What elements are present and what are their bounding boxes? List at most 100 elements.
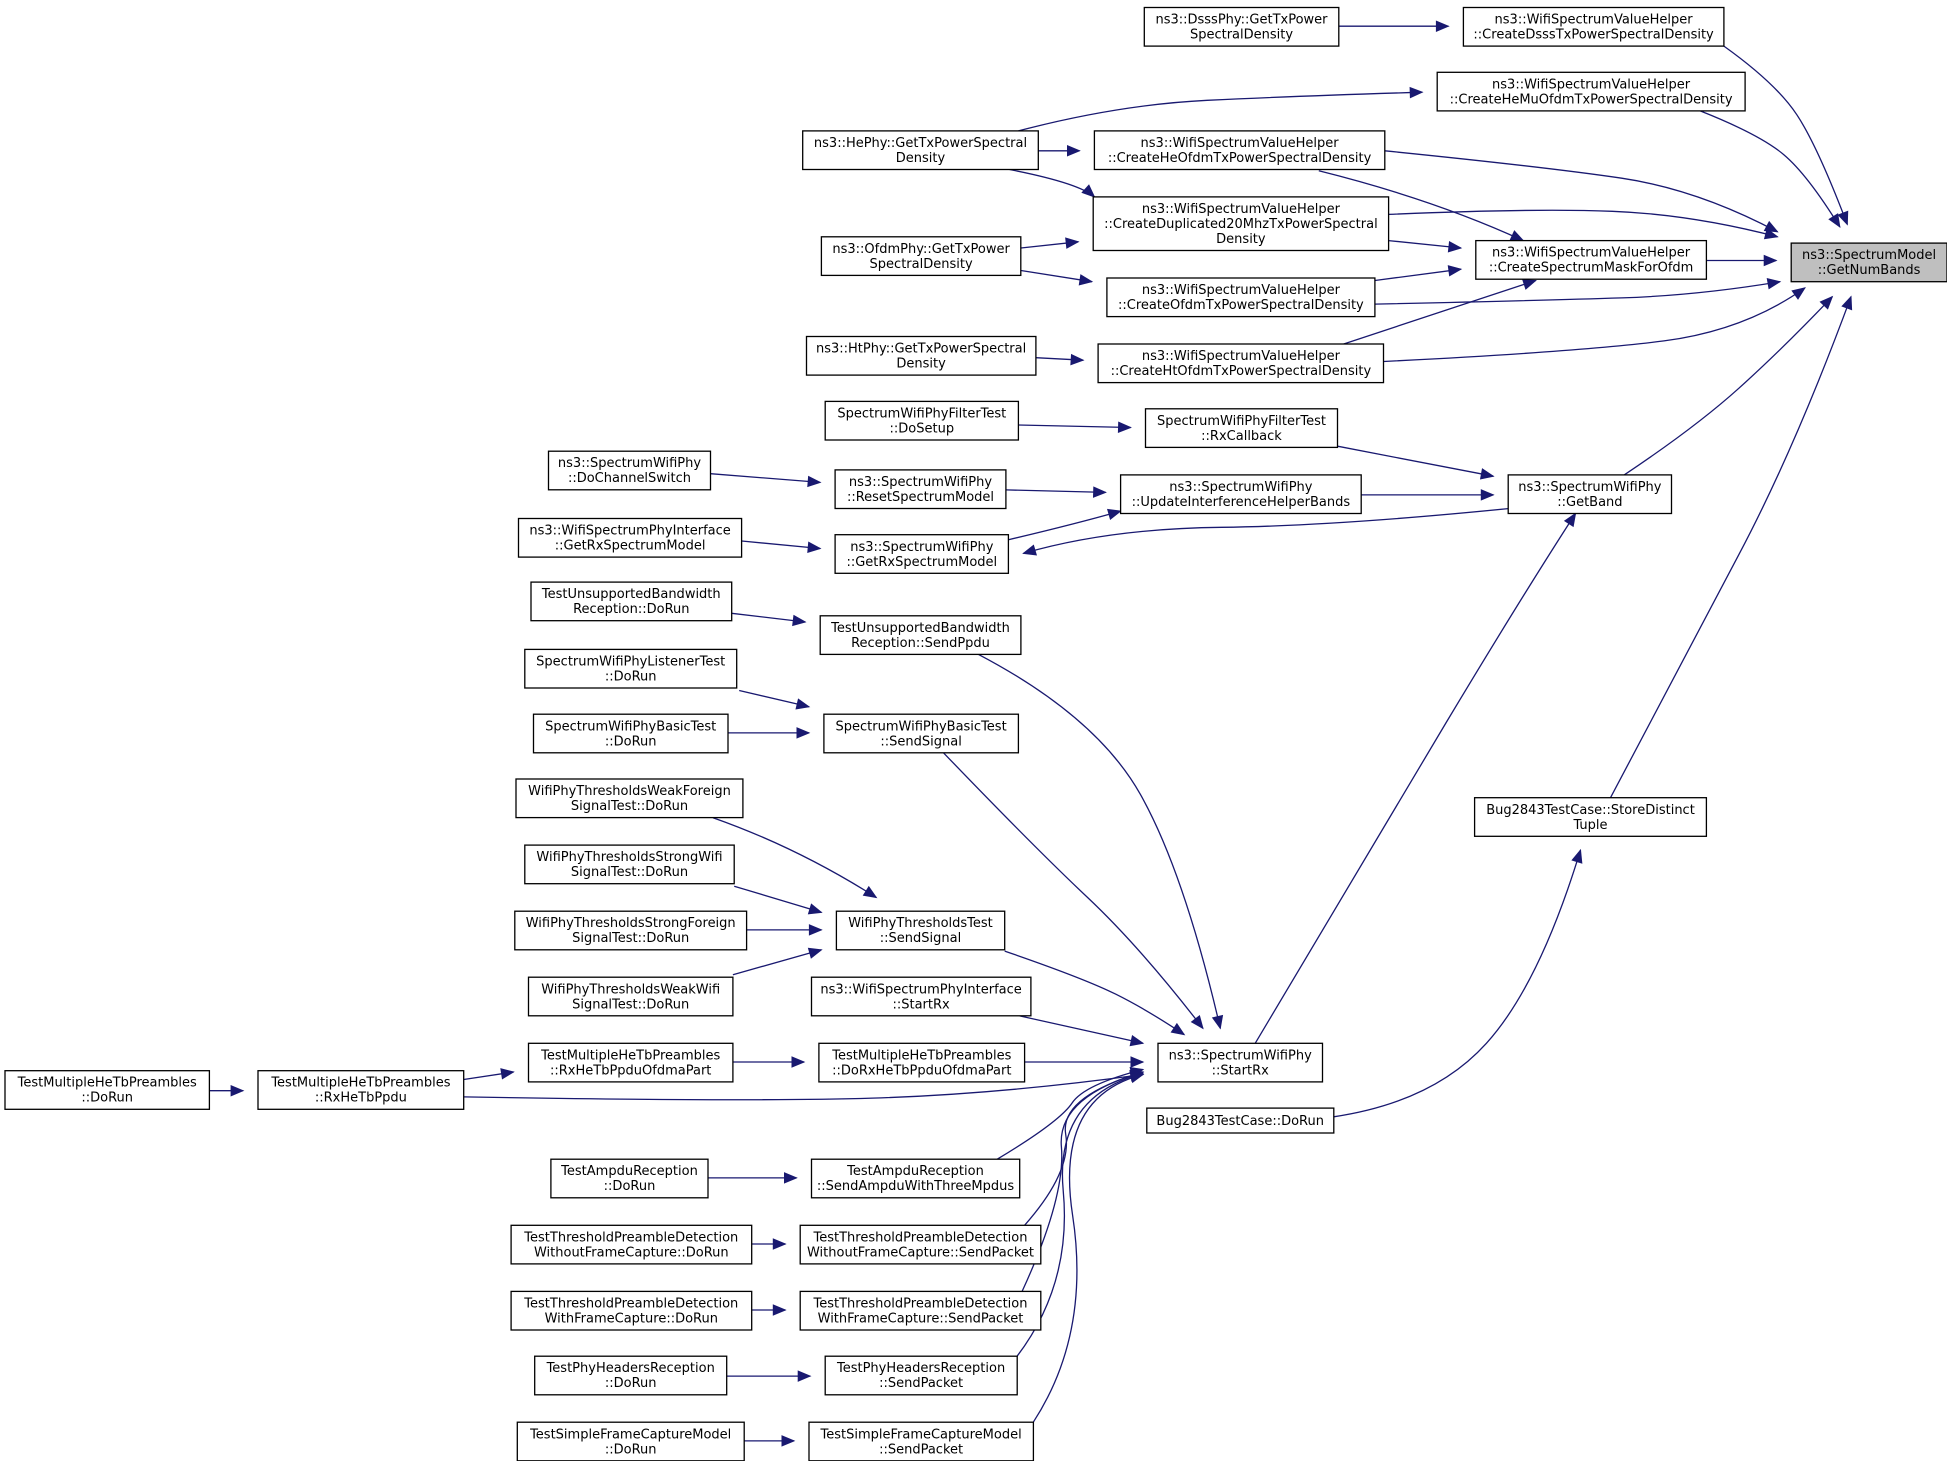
graph-node-n16[interactable]: ns3::SpectrumWifiPhy::UpdateInterference… xyxy=(1119,474,1362,515)
node-box[interactable] xyxy=(510,1224,753,1265)
node-box[interactable] xyxy=(823,713,1020,754)
node-box[interactable] xyxy=(1462,6,1725,47)
graph-node-n17[interactable]: ns3::SpectrumWifiPhy::GetBand xyxy=(1507,474,1673,515)
graph-node-n22[interactable]: SpectrumWifiPhyListenerTest::DoRun xyxy=(524,648,738,689)
graph-node-n8[interactable]: ns3::WifiSpectrumValueHelper::CreateSpec… xyxy=(1475,239,1708,280)
graph-node-n3[interactable]: ns3::WifiSpectrumValueHelper::CreateHeMu… xyxy=(1436,71,1746,112)
graph-node-n15[interactable]: ns3::SpectrumWifiPhy::ResetSpectrumModel xyxy=(834,469,1007,510)
node-box[interactable] xyxy=(799,1224,1042,1265)
node-box[interactable] xyxy=(514,910,748,951)
graph-node-n27[interactable]: WifiPhyThresholdsStrongForeignSignalTest… xyxy=(514,910,748,951)
node-box[interactable] xyxy=(532,713,729,754)
node-box[interactable] xyxy=(1143,6,1340,47)
node-box[interactable] xyxy=(516,1421,745,1461)
node-box[interactable] xyxy=(510,1290,753,1331)
node-box[interactable] xyxy=(1146,1107,1335,1134)
graph-node-n47[interactable]: TestSimpleFrameCaptureModel::SendPacket xyxy=(808,1421,1035,1461)
graph-node-n11[interactable]: ns3::WifiSpectrumValueHelper::CreateHtOf… xyxy=(1097,343,1385,384)
node-box[interactable] xyxy=(524,844,735,885)
graph-node-n21[interactable]: TestUnsupportedBandwidthReception::SendP… xyxy=(819,615,1022,656)
node-label-line: ns3::SpectrumModel xyxy=(1802,248,1936,263)
node-box[interactable] xyxy=(515,778,744,819)
node-box[interactable] xyxy=(1507,474,1673,515)
graph-node-n36[interactable]: TestMultipleHeTbPreambles::RxHeTbPpduOfd… xyxy=(527,1042,734,1083)
node-box[interactable] xyxy=(1475,239,1708,280)
node-box[interactable] xyxy=(810,976,1032,1017)
node-label-line: SpectralDensity xyxy=(870,257,973,272)
graph-node-n33[interactable]: Bug2843TestCase::DoRun xyxy=(1146,1107,1335,1134)
graph-node-n18[interactable]: ns3::WifiSpectrumPhyInterface::GetRxSpec… xyxy=(517,517,743,558)
node-box[interactable] xyxy=(4,1070,211,1110)
graph-node-n1[interactable]: ns3::WifiSpectrumValueHelper::CreateDsss… xyxy=(1462,6,1725,47)
graph-node-n34[interactable]: TestMultipleHeTbPreambles::DoRun xyxy=(4,1070,211,1110)
graph-node-n9[interactable]: ns3::WifiSpectrumValueHelper::CreateOfdm… xyxy=(1106,277,1376,318)
graph-node-n41[interactable]: TestThresholdPreambleDetectionWithoutFra… xyxy=(799,1224,1042,1265)
node-box[interactable] xyxy=(1119,474,1362,515)
edge-n17-to-n0 xyxy=(1623,295,1834,476)
node-box[interactable] xyxy=(834,534,1010,574)
node-box[interactable] xyxy=(799,1290,1042,1331)
graph-node-n38[interactable]: TestAmpduReception::DoRun xyxy=(550,1158,709,1199)
node-box[interactable] xyxy=(1093,130,1386,171)
node-box[interactable] xyxy=(802,130,1039,171)
graph-node-n37[interactable]: TestMultipleHeTbPreambles::DoRxHeTbPpduO… xyxy=(818,1042,1026,1083)
node-box[interactable] xyxy=(524,648,738,689)
node-box[interactable] xyxy=(517,517,743,558)
graph-node-n31[interactable]: ns3::SpectrumWifiPhy::StartRx xyxy=(1157,1042,1324,1083)
graph-node-n28[interactable]: WifiPhyThresholdsTest::SendSignal xyxy=(835,910,1006,951)
graph-node-n39[interactable]: TestAmpduReception::SendAmpduWithThreeMp… xyxy=(810,1158,1021,1199)
node-box[interactable] xyxy=(824,400,1020,441)
graph-node-n25[interactable]: WifiPhyThresholdsWeakForeignSignalTest::… xyxy=(515,778,744,819)
graph-node-n14[interactable]: ns3::SpectrumWifiPhy::DoChannelSwitch xyxy=(547,450,712,491)
node-box[interactable] xyxy=(527,976,734,1017)
node-box[interactable] xyxy=(1097,343,1385,384)
graph-node-n5[interactable]: ns3::WifiSpectrumValueHelper::CreateHeOf… xyxy=(1093,130,1386,171)
node-box[interactable] xyxy=(1790,242,1947,283)
node-box[interactable] xyxy=(257,1070,465,1110)
graph-node-n24[interactable]: SpectrumWifiPhyBasicTest::SendSignal xyxy=(823,713,1020,754)
node-box[interactable] xyxy=(1436,71,1746,112)
graph-node-n40[interactable]: TestThresholdPreambleDetectionWithoutFra… xyxy=(510,1224,753,1265)
node-box[interactable] xyxy=(527,1042,734,1083)
graph-node-n19[interactable]: ns3::SpectrumWifiPhy::GetRxSpectrumModel xyxy=(834,534,1010,574)
graph-node-n43[interactable]: TestThresholdPreambleDetectionWithFrameC… xyxy=(799,1290,1042,1331)
graph-node-n0[interactable]: ns3::SpectrumModel::GetNumBands xyxy=(1790,242,1947,283)
graph-node-n6[interactable]: ns3::WifiSpectrumValueHelper::CreateDupl… xyxy=(1092,196,1390,252)
node-box[interactable] xyxy=(1157,1042,1324,1083)
node-box[interactable] xyxy=(834,469,1007,510)
node-box[interactable] xyxy=(530,581,733,622)
node-box[interactable] xyxy=(810,1158,1021,1199)
node-box[interactable] xyxy=(818,1042,1026,1083)
node-box[interactable] xyxy=(824,1355,1018,1396)
node-box[interactable] xyxy=(835,910,1006,951)
node-box[interactable] xyxy=(820,236,1022,277)
graph-node-n12[interactable]: SpectrumWifiPhyFilterTest::DoSetup xyxy=(824,400,1020,441)
node-box[interactable] xyxy=(550,1158,709,1199)
node-box[interactable] xyxy=(1473,797,1708,837)
node-box[interactable] xyxy=(805,335,1037,376)
node-box[interactable] xyxy=(1144,408,1339,449)
graph-node-n23[interactable]: SpectrumWifiPhyBasicTest::DoRun xyxy=(532,713,729,754)
node-box[interactable] xyxy=(1106,277,1376,318)
edge-line xyxy=(741,540,821,550)
graph-node-n13[interactable]: SpectrumWifiPhyFilterTest::RxCallback xyxy=(1144,408,1339,449)
node-box[interactable] xyxy=(819,615,1022,656)
graph-node-n45[interactable]: TestPhyHeadersReception::SendPacket xyxy=(824,1355,1018,1396)
graph-node-n30[interactable]: ns3::WifiSpectrumPhyInterface::StartRx xyxy=(810,976,1032,1017)
graph-node-n44[interactable]: TestPhyHeadersReception::DoRun xyxy=(534,1355,728,1396)
node-box[interactable] xyxy=(534,1355,728,1396)
graph-node-n26[interactable]: WifiPhyThresholdsStrongWifiSignalTest::D… xyxy=(524,844,735,885)
graph-node-n35[interactable]: TestMultipleHeTbPreambles::RxHeTbPpdu xyxy=(257,1070,465,1110)
node-box[interactable] xyxy=(1092,196,1390,252)
graph-node-n46[interactable]: TestSimpleFrameCaptureModel::DoRun xyxy=(516,1421,745,1461)
graph-node-n42[interactable]: TestThresholdPreambleDetectionWithFrameC… xyxy=(510,1290,753,1331)
node-box[interactable] xyxy=(547,450,712,491)
graph-node-n29[interactable]: WifiPhyThresholdsWeakWifiSignalTest::DoR… xyxy=(527,976,734,1017)
node-box[interactable] xyxy=(808,1421,1035,1461)
